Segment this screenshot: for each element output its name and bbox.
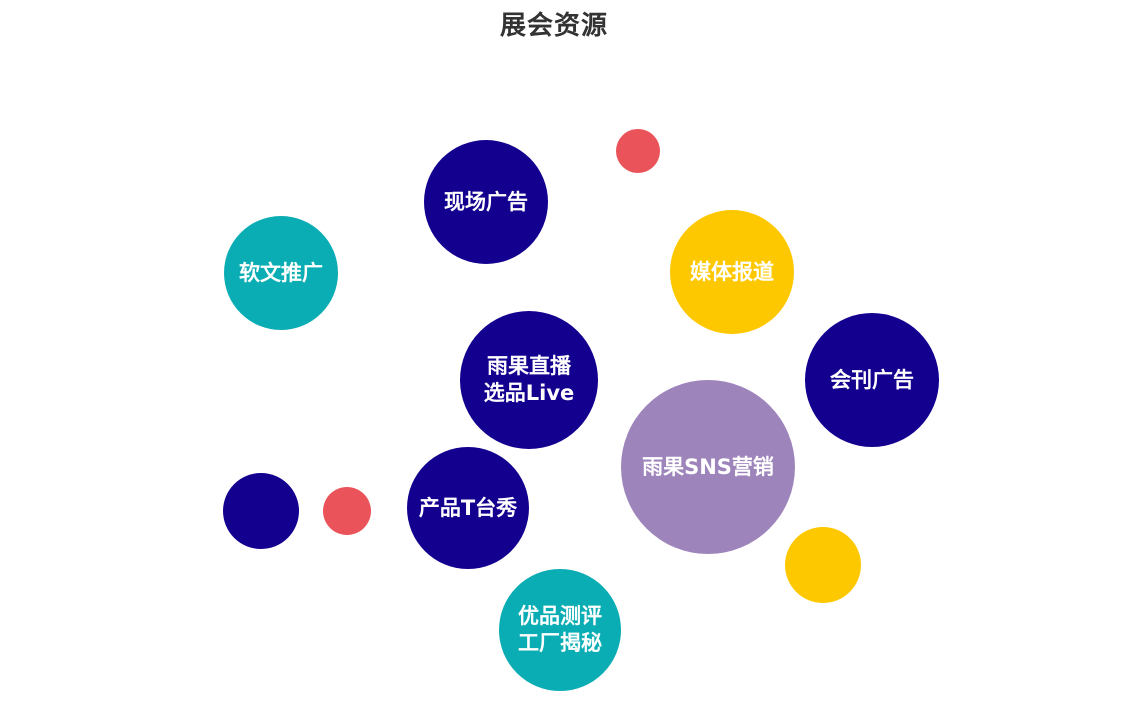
bubble-quality-review: 优品测评 工厂揭秘 <box>499 569 621 691</box>
bubble-label: 优品测评 工厂揭秘 <box>518 604 602 655</box>
bubble-media-report: 媒体报道 <box>670 210 794 334</box>
bubble-yuguo-live: 雨果直播 选品Live <box>460 311 598 449</box>
page-title: 展会资源 <box>499 11 608 41</box>
bubble-soft-article: 软文推广 <box>224 216 338 330</box>
decor-circle-red-left <box>323 487 371 535</box>
bubble-label: 媒体报道 <box>690 259 774 284</box>
decor-circle-red-top <box>616 129 660 173</box>
bubble-label: 雨果直播 选品Live <box>483 354 575 405</box>
bubble-label: 现场广告 <box>444 189 528 214</box>
bubble-label: 产品T台秀 <box>418 495 518 520</box>
bubble-label: 软文推广 <box>239 260 323 285</box>
bubble-label: 会刊广告 <box>830 367 914 392</box>
decor-circle-yellow-right <box>785 527 861 603</box>
bubble-onsite-ads: 现场广告 <box>424 140 548 264</box>
bubble-label: 雨果SNS营销 <box>642 454 774 479</box>
bubble-product-runway: 产品T台秀 <box>407 447 529 569</box>
bubble-yuguo-sns: 雨果SNS营销 <box>621 380 795 554</box>
decor-circle-navy-left <box>223 473 299 549</box>
bubble-journal-ads: 会刊广告 <box>805 313 939 447</box>
